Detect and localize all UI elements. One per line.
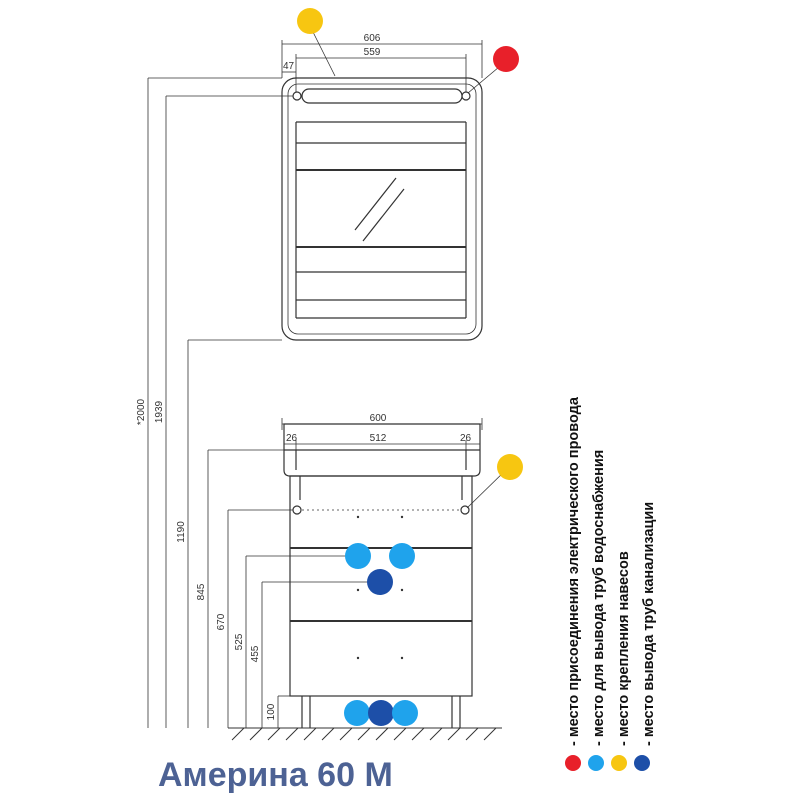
mirror-cabinet	[281, 77, 483, 341]
hanging-marker-cabinet	[497, 454, 523, 480]
floor-line	[228, 727, 502, 741]
legend: - место присоединения электрического про…	[565, 396, 657, 771]
height-dimension-lines	[147, 77, 372, 728]
mirror-width-inner: 559	[364, 47, 381, 58]
height-cabinet-top-label: 845	[196, 583, 207, 600]
drawer-dots	[356, 515, 404, 660]
legend-dot-electric	[565, 755, 581, 771]
legend-text-electric: - место присоединения электрического про…	[566, 396, 582, 746]
cabinet-width-inner: 512	[370, 433, 387, 444]
cabinet-width-overall: 600	[370, 413, 387, 424]
legend-dot-water	[588, 755, 604, 771]
height-mirror-top-label: 1939	[154, 400, 165, 423]
height-water-label: 525	[234, 633, 245, 650]
drain-marker-floor	[368, 700, 394, 726]
height-total-label: *2000	[136, 398, 147, 425]
legend-text-drain: - место вывода труб канализации	[641, 502, 657, 746]
cabinet-offset-left: 26	[286, 433, 298, 444]
height-legs-label: 100	[266, 703, 277, 720]
vanity-cabinet	[283, 423, 481, 728]
height-drain-label: 455	[250, 645, 261, 662]
legend-text-hanging: - место крепления навесов	[616, 551, 632, 746]
electric-marker	[493, 46, 519, 72]
cabinet-offset-right: 26	[460, 433, 472, 444]
cabinet-top-dimensions	[281, 418, 483, 450]
mirror-top-dimensions	[281, 40, 483, 92]
water-marker-left	[345, 543, 371, 569]
height-fastening-label: 670	[216, 613, 227, 630]
legend-text-water: - место для вывода труб водоснабжения	[591, 450, 607, 746]
drain-marker	[367, 569, 393, 595]
water-marker-floor-right	[392, 700, 418, 726]
legend-dot-hanging	[611, 755, 627, 771]
marker-leaders	[310, 27, 509, 509]
mirror-offset: 47	[283, 61, 295, 72]
water-marker-right	[389, 543, 415, 569]
product-title: Америна 60 М	[158, 756, 393, 794]
hanging-marker-mirror	[297, 8, 323, 34]
height-mirror-bottom-label: 1190	[176, 521, 187, 543]
water-marker-floor-left	[344, 700, 370, 726]
legend-dot-drain	[634, 755, 650, 771]
mirror-width-overall: 606	[364, 33, 381, 44]
